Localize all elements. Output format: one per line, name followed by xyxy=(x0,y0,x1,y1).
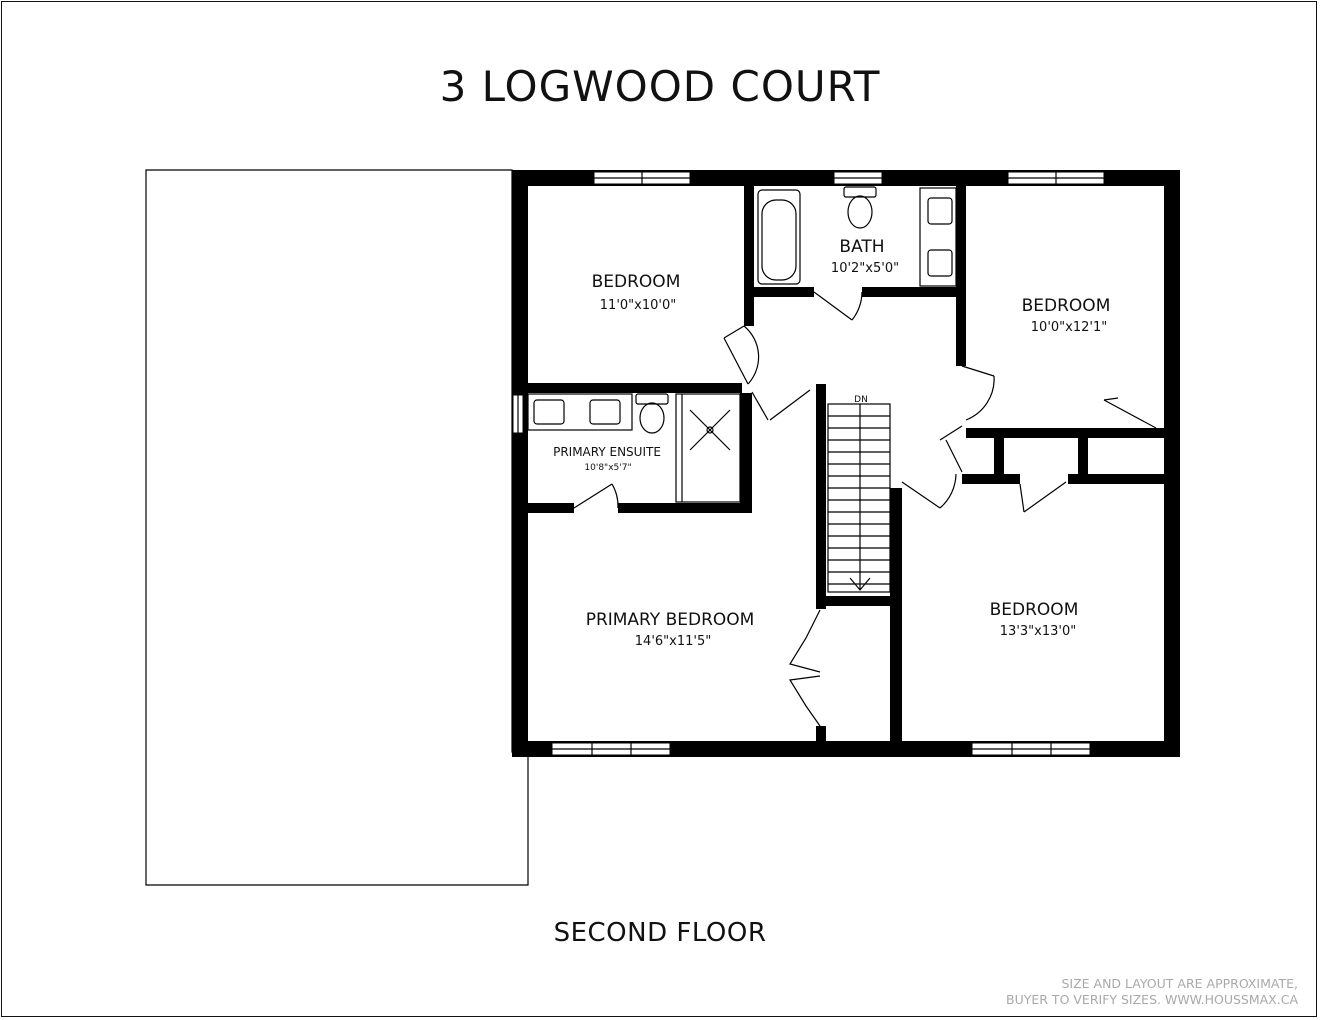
room-bedroom-ne: BEDROOM 10'0"x12'1" xyxy=(1022,296,1111,335)
wall-closet-north xyxy=(966,428,1164,438)
door-bedroom-ne xyxy=(961,365,995,421)
stair-direction-label: DN xyxy=(854,395,868,405)
door-ensuite xyxy=(573,483,619,509)
bath-toilet xyxy=(843,186,877,229)
room-size: 13'3"x13'0" xyxy=(1000,624,1076,639)
room-primary-ensuite: PRIMARY ENSUITE 10'8"x5'7" xyxy=(553,445,661,473)
disclaimer-line-1: SIZE AND LAYOUT ARE APPROXIMATE, xyxy=(1061,976,1298,991)
window-north-2 xyxy=(833,171,883,185)
room-bedroom-nw: BEDROOM 11'0"x10'0" xyxy=(592,272,681,313)
exterior-wall-east xyxy=(1164,170,1180,757)
wall-bed-ne-west xyxy=(956,186,966,366)
room-name: PRIMARY ENSUITE xyxy=(553,445,661,459)
room-name: BATH xyxy=(839,237,884,257)
wall-ensuite-south-a xyxy=(528,503,574,513)
door-bedroom-se xyxy=(901,473,957,509)
door-hall-closet xyxy=(751,389,811,421)
wall-bed-se-west xyxy=(890,488,902,741)
room-primary-bedroom: PRIMARY BEDROOM 14'6"x11'5" xyxy=(586,610,755,649)
room-name: BEDROOM xyxy=(990,600,1079,620)
room-bath: BATH 10'2"x5'0" xyxy=(831,237,899,276)
room-size: 10'0"x12'1" xyxy=(1031,320,1107,335)
window-south-1 xyxy=(551,742,671,756)
wall-closet-south-a xyxy=(962,474,1020,484)
wall-bed-nw-south xyxy=(528,383,742,393)
room-name: BEDROOM xyxy=(1022,296,1111,316)
staircase xyxy=(827,403,891,593)
window-north-1 xyxy=(593,171,691,185)
door-linen-closet xyxy=(939,425,963,473)
bath-vanity xyxy=(919,187,957,287)
open-area-outline xyxy=(145,169,529,886)
door-bedroom-nw xyxy=(723,325,760,385)
disclaimer-line-2: BUYER TO VERIFY SIZES. WWW.HOUSSMAX.CA xyxy=(1006,992,1298,1007)
ensuite-toilet xyxy=(635,393,669,434)
wall-bed-nw-east xyxy=(744,186,754,326)
room-bedroom-se: BEDROOM 13'3"x13'0" xyxy=(990,600,1079,639)
ensuite-vanity xyxy=(527,393,633,431)
window-north-3 xyxy=(1007,171,1105,185)
room-name: PRIMARY BEDROOM xyxy=(586,610,755,630)
wall-closet-south-b xyxy=(1068,474,1164,484)
room-name: BEDROOM xyxy=(592,272,681,292)
wall-ensuite-south-b xyxy=(618,503,752,513)
room-size: 10'8"x5'7" xyxy=(584,463,631,473)
wall-stair-south xyxy=(816,596,894,606)
wall-bath-south-b xyxy=(862,287,962,297)
wall-stair-west xyxy=(816,384,826,609)
door-bath xyxy=(813,291,863,321)
exterior-wall-west xyxy=(512,170,528,757)
door-bedroom-se-closet xyxy=(1019,481,1067,513)
room-size: 14'6"x11'5" xyxy=(635,634,711,649)
shower xyxy=(675,393,741,503)
door-primary-closet xyxy=(789,609,821,727)
room-size: 10'2"x5'0" xyxy=(831,261,899,276)
wall-ensuite-east xyxy=(740,393,752,513)
window-south-2 xyxy=(971,742,1091,756)
window-west xyxy=(512,394,524,434)
page-title: 3 LOGWOOD COURT xyxy=(439,62,881,111)
door-bedroom-ne-closet xyxy=(1103,397,1157,429)
bathtub xyxy=(757,189,801,285)
wall-closet-div-a xyxy=(994,438,1004,474)
wall-closet-stub xyxy=(816,726,826,741)
floor-label: SECOND FLOOR xyxy=(553,918,767,948)
wall-closet-div-b xyxy=(1078,438,1088,474)
disclaimer: SIZE AND LAYOUT ARE APPROXIMATE, BUYER T… xyxy=(1006,976,1298,1008)
wall-bath-south-a xyxy=(754,287,814,297)
room-size: 11'0"x10'0" xyxy=(600,298,676,313)
